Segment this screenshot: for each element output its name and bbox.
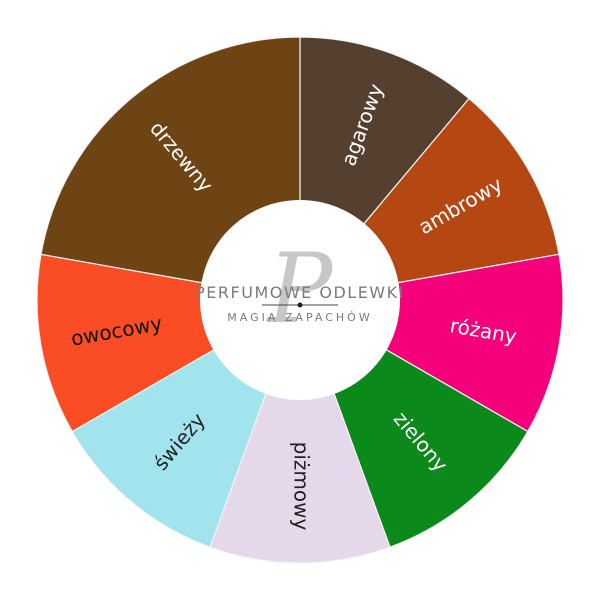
logo-monogram: P xyxy=(266,233,334,345)
center-hole xyxy=(200,200,400,400)
slice-label-4: piżmowy xyxy=(290,442,314,531)
brand-logo: P PERFUMOWE ODLEWKI MAGIA ZAPACHÓW xyxy=(195,233,405,345)
logo-subtitle: MAGIA ZAPACHÓW xyxy=(227,311,372,324)
logo-divider-dot xyxy=(297,302,303,308)
logo-title: PERFUMOWE ODLEWKI xyxy=(195,283,405,302)
wheel-slices xyxy=(36,36,564,564)
